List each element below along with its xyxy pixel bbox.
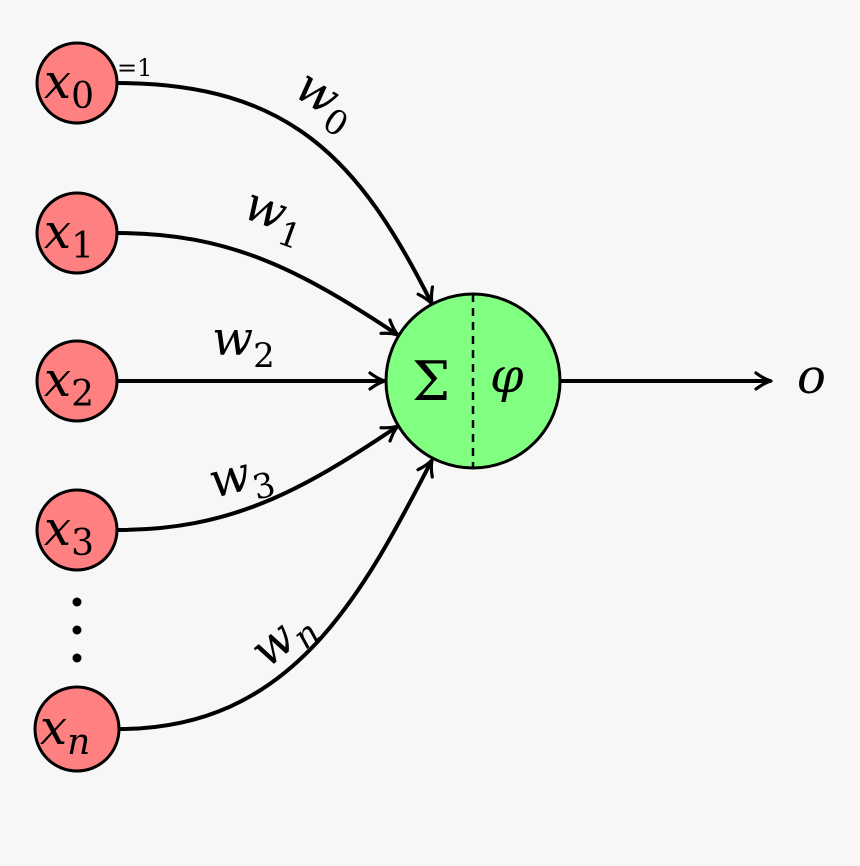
input-node-x0: x0 xyxy=(35,41,119,125)
input-node-x2: x2 xyxy=(35,339,119,423)
weight-label-3: w3 xyxy=(203,440,280,518)
svg-text:x1: x1 xyxy=(44,204,94,267)
edge-x3 xyxy=(116,424,400,532)
bias-note: =1 xyxy=(117,54,152,82)
edge-xn xyxy=(118,458,434,731)
weight-label-1: w1 xyxy=(234,176,315,259)
svg-text:x0: x0 xyxy=(44,54,94,117)
weight-label-2: w2 xyxy=(212,311,275,376)
weight-label-0: w0 xyxy=(281,57,369,145)
svg-text:x3: x3 xyxy=(44,501,94,564)
vertical-ellipsis xyxy=(72,597,82,663)
svg-text:xn: xn xyxy=(40,700,90,763)
input-node-x1: x1 xyxy=(35,191,119,275)
input-node-xn: xn xyxy=(33,685,121,773)
neuron-node: Σ φ xyxy=(384,292,562,470)
sum-symbol: Σ xyxy=(412,350,450,413)
edge-x0 xyxy=(116,81,435,306)
activation-symbol: φ xyxy=(490,348,524,404)
weight-label-n: wn xyxy=(239,595,328,684)
input-node-x3: x3 xyxy=(35,488,119,572)
output-label: o xyxy=(797,349,826,405)
edge-x1 xyxy=(116,231,400,337)
svg-text:x2: x2 xyxy=(44,352,94,415)
